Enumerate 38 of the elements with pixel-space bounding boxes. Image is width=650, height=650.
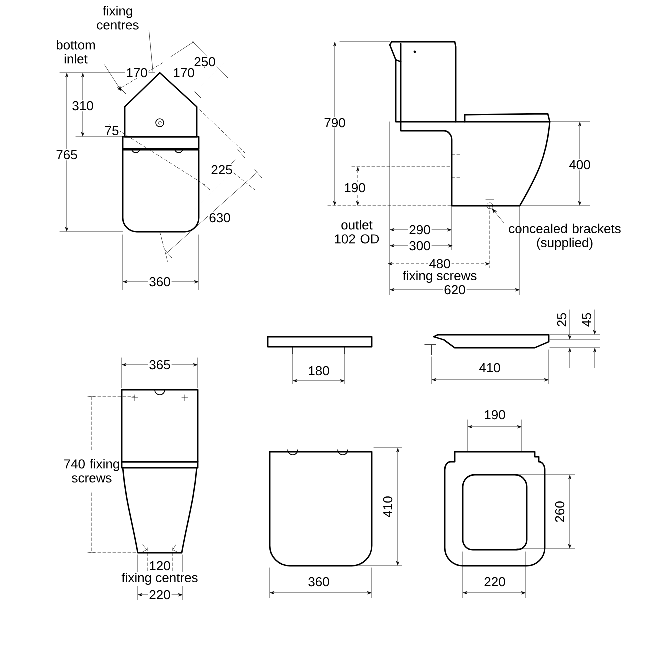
dimension-label: fixing screws [402,270,478,284]
dimension-label: 630 [208,212,232,224]
dimension-label: 310 [71,100,95,112]
dimension-label: 225 [210,164,234,176]
dimension-label: 410 [478,362,502,374]
dimension-label: 365 [148,359,172,371]
dimension-label: 170 [172,67,196,79]
leader-label: concealed brackets (supplied) [509,224,621,250]
dimension-label: 790 [323,117,347,129]
dimension-label: 220 [148,589,172,601]
leader-line [492,208,504,223]
leader-label: fixing centres [97,6,139,30]
dimension-label: 360 [307,576,331,588]
dimension-label: 300 [408,240,432,252]
dimension-label: 45 [581,312,593,328]
leader-line [104,64,122,92]
dimension-label: 170 [125,67,149,79]
dimension-label: 400 [568,159,592,171]
dimension-label: 25 [556,312,568,328]
leader-label: bottom inlet [56,40,96,64]
dimension-label: 190 [343,182,367,194]
dimension-label: 220 [483,576,507,588]
dimension-label: 250 [193,56,217,68]
dimension-label: 180 [307,365,331,377]
dimension-label: 75 [104,125,120,137]
dimension-label: 360 [148,276,172,288]
dimension-label: 620 [443,284,467,296]
dimension-label: 480 [428,258,452,270]
dimension-label: 260 [554,500,566,524]
dimension-label: 190 [483,409,507,421]
dimension-label: 765 [55,149,79,161]
dimension-label: 410 [382,495,394,519]
leader-line [149,30,154,72]
bracket-symbol [486,200,494,210]
note-label: outlet 102 OD [335,220,380,244]
dimension-label: 120 [148,560,172,572]
dimension-label: 290 [408,224,432,236]
note-label: 740 fixing screws [64,459,120,483]
